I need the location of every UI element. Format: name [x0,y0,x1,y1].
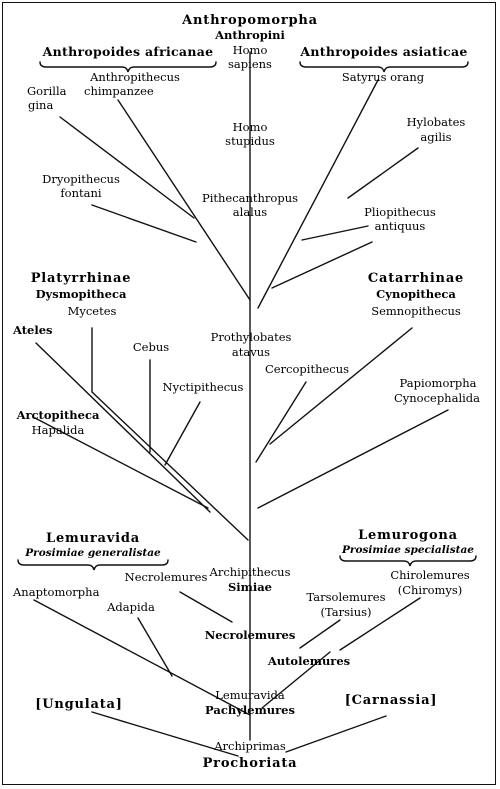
label-ateles: Ateles [13,323,53,337]
label-simiae: Simiae [228,580,272,594]
branch-carnassia [285,715,387,753]
label-hylobates-2: agilis [420,130,452,144]
label-archipithecus: Archipithecus [209,565,291,579]
label-lemuravida: Lemuravida [215,688,285,702]
label-pachylemures: Pachylemures [205,703,295,717]
branch-platyrrhinae-root [91,391,249,541]
branch-anaptomorpha [33,599,251,716]
brace-asiaticae [299,61,469,73]
label-prosimiae-specialistae: Prosimiae specialistae [342,544,474,556]
label-hylobates-1: Hylobates [406,115,466,129]
label-homo-stupidus-2: stupidus [225,134,275,148]
label-pliopithecus-1: Pliopithecus [364,205,436,219]
label-tarsolemures-1: Tarsolemures [306,590,386,604]
branch-tarsolemures [299,619,341,649]
brace-africanae [39,61,217,73]
label-prothylobates-1: Prothylobates [210,330,292,344]
label-pithecanthropus-2: alalus [232,205,268,219]
label-dryopithecus-2: fontani [60,186,102,200]
label-arctopitheca: Arctopitheca [16,408,100,422]
label-homo-sapiens-2: sapiens [228,57,272,71]
label-anthropini: Anthropini [215,28,285,42]
label-autolemures: Autolemures [267,654,351,668]
label-papiomorpha: Papiomorpha [399,376,477,390]
label-pliopithecus-2: antiquus [374,219,426,233]
label-cercopithecus: Cercopithecus [264,362,350,376]
label-prochoriata: Prochoriata [202,756,298,771]
branch-pliopithecus-lower [271,241,373,289]
label-lemurogona: Lemurogona [358,528,458,543]
label-cebus: Cebus [132,340,170,354]
label-catarrhinae: Catarrhinae [367,271,465,286]
label-chimpanzee: chimpanzee [84,84,154,98]
label-homo-sapiens-1: Homo [232,43,268,57]
branch-papiomorpha [257,409,449,509]
brace-lemurogona [339,555,477,567]
branch-cercopithecus [255,381,307,463]
branch-hylobates [347,147,419,199]
branch-chimpanzee [117,99,251,301]
label-pithecanthropus-1: Pithecanthropus [201,191,299,205]
branch-nyctipithecus [164,401,201,466]
label-homo-stupidus-1: Homo [232,120,268,134]
branch-adapida [137,617,173,677]
label-cynopitheca: Cynopitheca [376,287,456,301]
branch-chirolemures [339,597,421,651]
label-mycetes: Mycetes [67,304,117,318]
label-archiprimas: Archiprimas [214,739,286,753]
label-lemuravida-header: Lemuravida [46,531,140,546]
branch-semnopithecus [269,327,413,445]
branch-satyrus [257,79,379,309]
label-cynocephalida: Cynocephalida [393,391,481,405]
label-chirolemures-2: (Chiromys) [397,583,463,597]
label-hapalida: Hapalida [31,423,85,437]
label-necrolemures-small: Necrolemures [124,570,208,584]
branch-ungulata [91,711,239,757]
label-anthropithecus: Anthropithecus [90,70,180,84]
brace-lemuravida [17,559,169,571]
label-dryopithecus-1: Dryopithecus [42,172,120,186]
label-gorilla: Gorilla [27,84,67,98]
label-semnopithecus: Semnopithecus [371,304,461,318]
label-anthropoides-africanae: Anthropoides africanae [42,44,214,59]
label-ungulata: [Ungulata] [35,697,123,712]
label-satyrus-orang: Satyrus orang [341,70,425,84]
label-tarsolemures-2: (Tarsius) [320,605,372,619]
label-prosimiae-generalistae: Prosimiae generalistae [25,547,161,559]
branch-gorilla [59,116,195,219]
label-prothylobates-2: atavus [231,345,271,359]
label-anthropomorpha: Anthropomorpha [182,13,318,28]
label-necrolemures-bold: Necrolemures [204,628,296,642]
label-nyctipithecus: Nyctipithecus [162,380,244,394]
label-gina: gina [28,98,54,112]
label-chirolemures-1: Chirolemures [390,568,470,582]
branch-necrolemures-small [179,591,233,623]
label-platyrrhinae: Platyrrhinae [30,271,132,286]
label-anthropoides-asiaticae: Anthropoides asiaticae [300,44,468,59]
branch-dryopithecus [91,204,197,243]
label-anaptomorpha: Anaptomorpha [13,585,100,599]
label-carnassia: [Carnassia] [344,693,438,708]
branch-pliopithecus [301,225,369,241]
branch-ateles [35,342,211,513]
label-adapida: Adapida [107,600,155,614]
label-dysmopitheca: Dysmopitheca [35,287,127,301]
branch-arctopitheca [34,417,209,509]
branch-autolemures [261,651,331,709]
